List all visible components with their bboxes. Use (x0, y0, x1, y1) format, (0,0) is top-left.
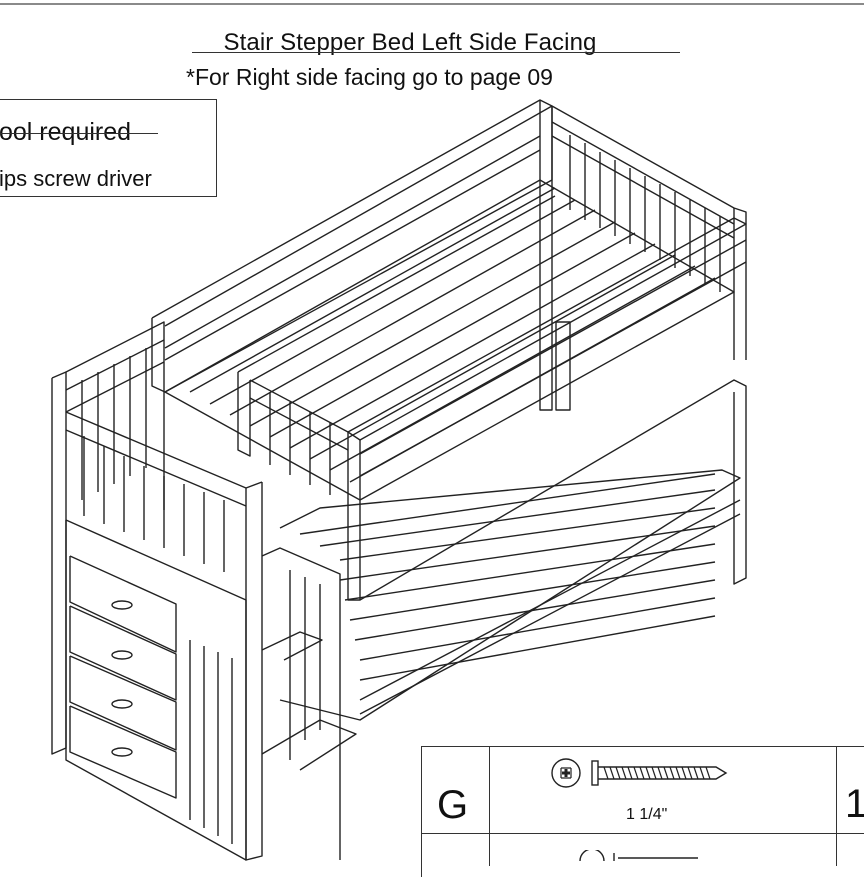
phillips-screw-icon (551, 758, 728, 788)
hardware-part-quantity: 1 (845, 782, 864, 826)
hardware-part-letter: G (437, 783, 469, 827)
hardware-table-row-divider (421, 833, 864, 834)
lower-bunk (279, 379, 747, 721)
second-row-screw-icon (579, 850, 698, 861)
tool-required-title: ool required (0, 118, 132, 146)
stair-side-panel (51, 321, 263, 861)
title-underline (192, 52, 680, 53)
tool-required-box (0, 99, 217, 197)
hardware-table-divider (836, 746, 837, 866)
hardware-part-size: 1 1/4" (626, 806, 668, 823)
upper-bunk-headboard (539, 100, 747, 411)
page-title: Stair Stepper Bed Left Side Facing (223, 29, 597, 56)
hardware-table-divider (489, 746, 490, 866)
upper-bunk-footboard-rail (237, 195, 556, 495)
hardware-table (421, 746, 864, 877)
tool-title-underline (0, 133, 158, 134)
dresser-drawers (65, 519, 247, 861)
top-rule (0, 3, 864, 5)
stair-steps (261, 547, 357, 860)
page-subtitle: *For Right side facing go to page 09 (186, 64, 553, 90)
tool-required-item: ips screw driver (0, 166, 152, 191)
upper-bunk-front-rail (347, 217, 747, 601)
